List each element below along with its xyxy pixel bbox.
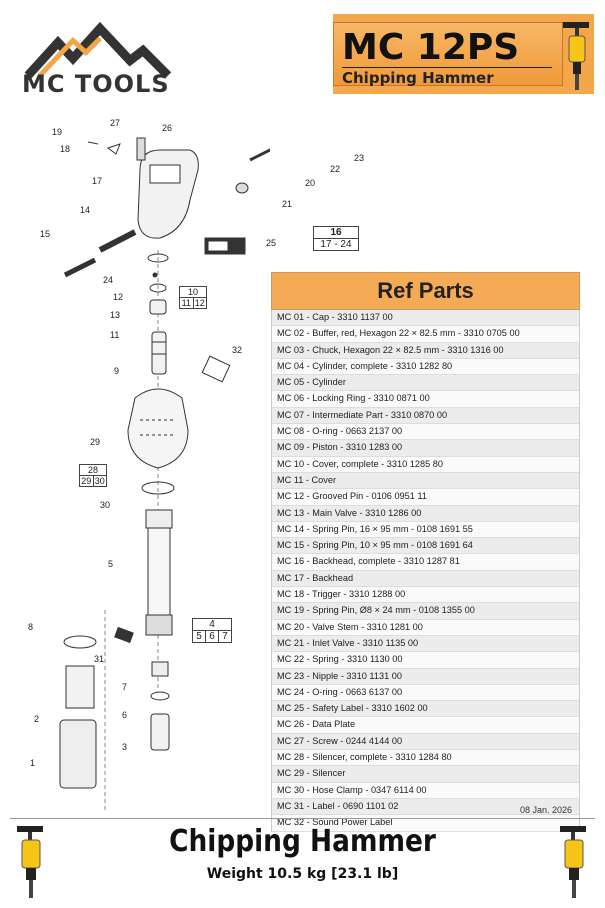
ref-part-row: MC 19 - Spring Pin, Ø8 × 24 mm - 0108 13… — [271, 603, 580, 620]
ref-part-row: MC 26 - Data Plate — [271, 717, 580, 734]
callout-3: 3 — [122, 742, 128, 752]
ref-part-row: MC 08 - O-ring - 0663 2137 00 — [271, 424, 580, 441]
brand-name: MC TOOLS — [22, 70, 170, 98]
callout-11: 11 — [110, 330, 120, 340]
ref-part-row: MC 22 - Spring - 3310 1130 00 — [271, 652, 580, 669]
ref-part-row: MC 32 - Sound Power Label — [271, 815, 580, 832]
callout-30: 30 — [100, 500, 111, 510]
group-16-id: 16 — [314, 227, 358, 239]
title-divider — [342, 67, 552, 68]
callout-7: 7 — [122, 682, 128, 692]
model-title: MC 12PS — [342, 27, 520, 68]
callout-29: 29 — [90, 437, 101, 447]
callout-6: 6 — [122, 710, 128, 720]
document-date: 08 Jan. 2026 — [520, 805, 573, 815]
callout-14: 14 — [80, 205, 91, 215]
group-4-part-5: 5 — [193, 631, 206, 642]
ref-part-row: MC 24 - O-ring - 0663 6137 00 — [271, 684, 580, 702]
group-28-part-29: 29 — [80, 476, 94, 486]
ref-part-row: MC 29 - Silencer — [271, 766, 580, 783]
group-16-parts: 17 - 24 — [320, 239, 352, 250]
footer-title: Chipping Hammer — [169, 824, 436, 859]
ref-part-row: MC 31 - Label - 0690 1101 02 — [271, 798, 580, 816]
callout-18: 18 — [60, 144, 71, 154]
callout-25: 25 — [266, 238, 277, 248]
ref-part-row: MC 11 - Cover — [271, 472, 580, 490]
footer-weight: Weight 10.5 kg [23.1 lb] — [206, 866, 399, 882]
ref-part-row: MC 15 - Spring Pin, 10 × 95 mm - 0108 16… — [271, 538, 580, 555]
ref-part-row: MC 18 - Trigger - 3310 1288 00 — [271, 587, 580, 604]
ref-part-row: MC 09 - Piston - 3310 1283 00 — [271, 440, 580, 457]
callout-32: 32 — [232, 345, 243, 355]
ref-part-row: MC 10 - Cover, complete - 3310 1285 80 — [271, 456, 580, 473]
group-4-part-6: 6 — [206, 631, 219, 642]
title-panel: MC 12PS Chipping Hammer — [333, 22, 563, 87]
callout-1: 1 — [30, 758, 36, 768]
group-4-id: 4 — [193, 619, 231, 631]
callout-31: 31 — [94, 654, 105, 664]
hammer-icon — [563, 22, 589, 90]
ref-part-row: MC 23 - Nipple - 3310 1131 00 — [271, 668, 580, 685]
callout-12: 12 — [113, 292, 124, 302]
ref-part-row: MC 04 - Cylinder, complete - 3310 1282 8… — [271, 358, 580, 376]
ref-part-row: MC 21 - Inlet Valve - 3310 1135 00 — [271, 635, 580, 653]
title-banner: MC 12PS Chipping Hammer — [333, 14, 594, 94]
callout-2: 2 — [34, 714, 40, 724]
ref-part-row: MC 13 - Main Valve - 3310 1286 00 — [271, 505, 580, 522]
ref-part-row: MC 06 - Locking Ring - 3310 0871 00 — [271, 391, 580, 408]
group-box-16: 16 17 - 24 — [313, 226, 359, 251]
group-4-part-7: 7 — [222, 631, 228, 642]
ref-part-row: MC 07 - Intermediate Part - 3310 0870 00 — [271, 407, 580, 425]
callout-23: 23 — [354, 153, 365, 163]
callout-17: 17 — [92, 176, 103, 186]
callout-24: 24 — [103, 275, 114, 285]
ref-part-row: MC 17 - Backhead — [271, 570, 580, 588]
hammer-icon-right — [560, 826, 586, 898]
callout-22: 22 — [330, 164, 341, 174]
footer-divider — [10, 818, 595, 819]
callout-26: 26 — [162, 123, 173, 133]
ref-part-row: MC 25 - Safety Label - 3310 1602 00 — [271, 701, 580, 718]
backhead-shape — [137, 149, 199, 239]
group-28-part-30: 30 — [94, 476, 105, 486]
callout-19: 19 — [52, 127, 63, 137]
exploded-parts-diagram — [59, 137, 270, 810]
mc-tools-logo-mountain-icon — [24, 21, 172, 79]
ref-part-row: MC 14 - Spring Pin, 16 × 95 mm - 0108 16… — [271, 521, 580, 539]
group-10-part-11: 11 — [180, 298, 194, 308]
ref-part-row: MC 28 - Silencer, complete - 3310 1284 8… — [271, 750, 580, 767]
ref-part-row: MC 03 - Chuck, Hexagon 22 × 82.5 mm - 33… — [271, 342, 580, 359]
ref-part-row: MC 16 - Backhead, complete - 3310 1287 8… — [271, 554, 580, 571]
callout-20: 20 — [305, 178, 316, 188]
ref-part-row: MC 05 - Cylinder — [271, 375, 580, 392]
ref-part-row: MC 01 - Cap - 3310 1137 00 — [271, 310, 580, 327]
group-10-part-12: 12 — [194, 298, 205, 308]
ref-part-row: MC 20 - Valve Stem - 3310 1281 00 — [271, 619, 580, 636]
callout-8: 8 — [28, 622, 34, 632]
ref-part-row: MC 30 - Hose Clamp - 0347 6114 00 — [271, 782, 580, 799]
group-28-id: 28 — [80, 465, 106, 476]
group-10-id: 10 — [180, 287, 206, 298]
callout-27: 27 — [110, 118, 121, 128]
callout-5: 5 — [108, 559, 114, 569]
ref-parts-title: Ref Parts — [271, 272, 580, 310]
callout-13: 13 — [110, 310, 121, 320]
callout-21: 21 — [282, 199, 293, 209]
model-subtitle: Chipping Hammer — [342, 69, 494, 87]
hammer-icon-left — [17, 826, 43, 898]
ref-part-row: MC 12 - Grooved Pin - 0106 0951 11 — [271, 489, 580, 506]
ref-part-row: MC 02 - Buffer, red, Hexagon 22 × 82.5 m… — [271, 326, 580, 343]
ref-part-row: MC 27 - Screw - 0244 4144 00 — [271, 733, 580, 751]
callout-15: 15 — [40, 229, 51, 239]
callout-9: 9 — [114, 366, 120, 376]
